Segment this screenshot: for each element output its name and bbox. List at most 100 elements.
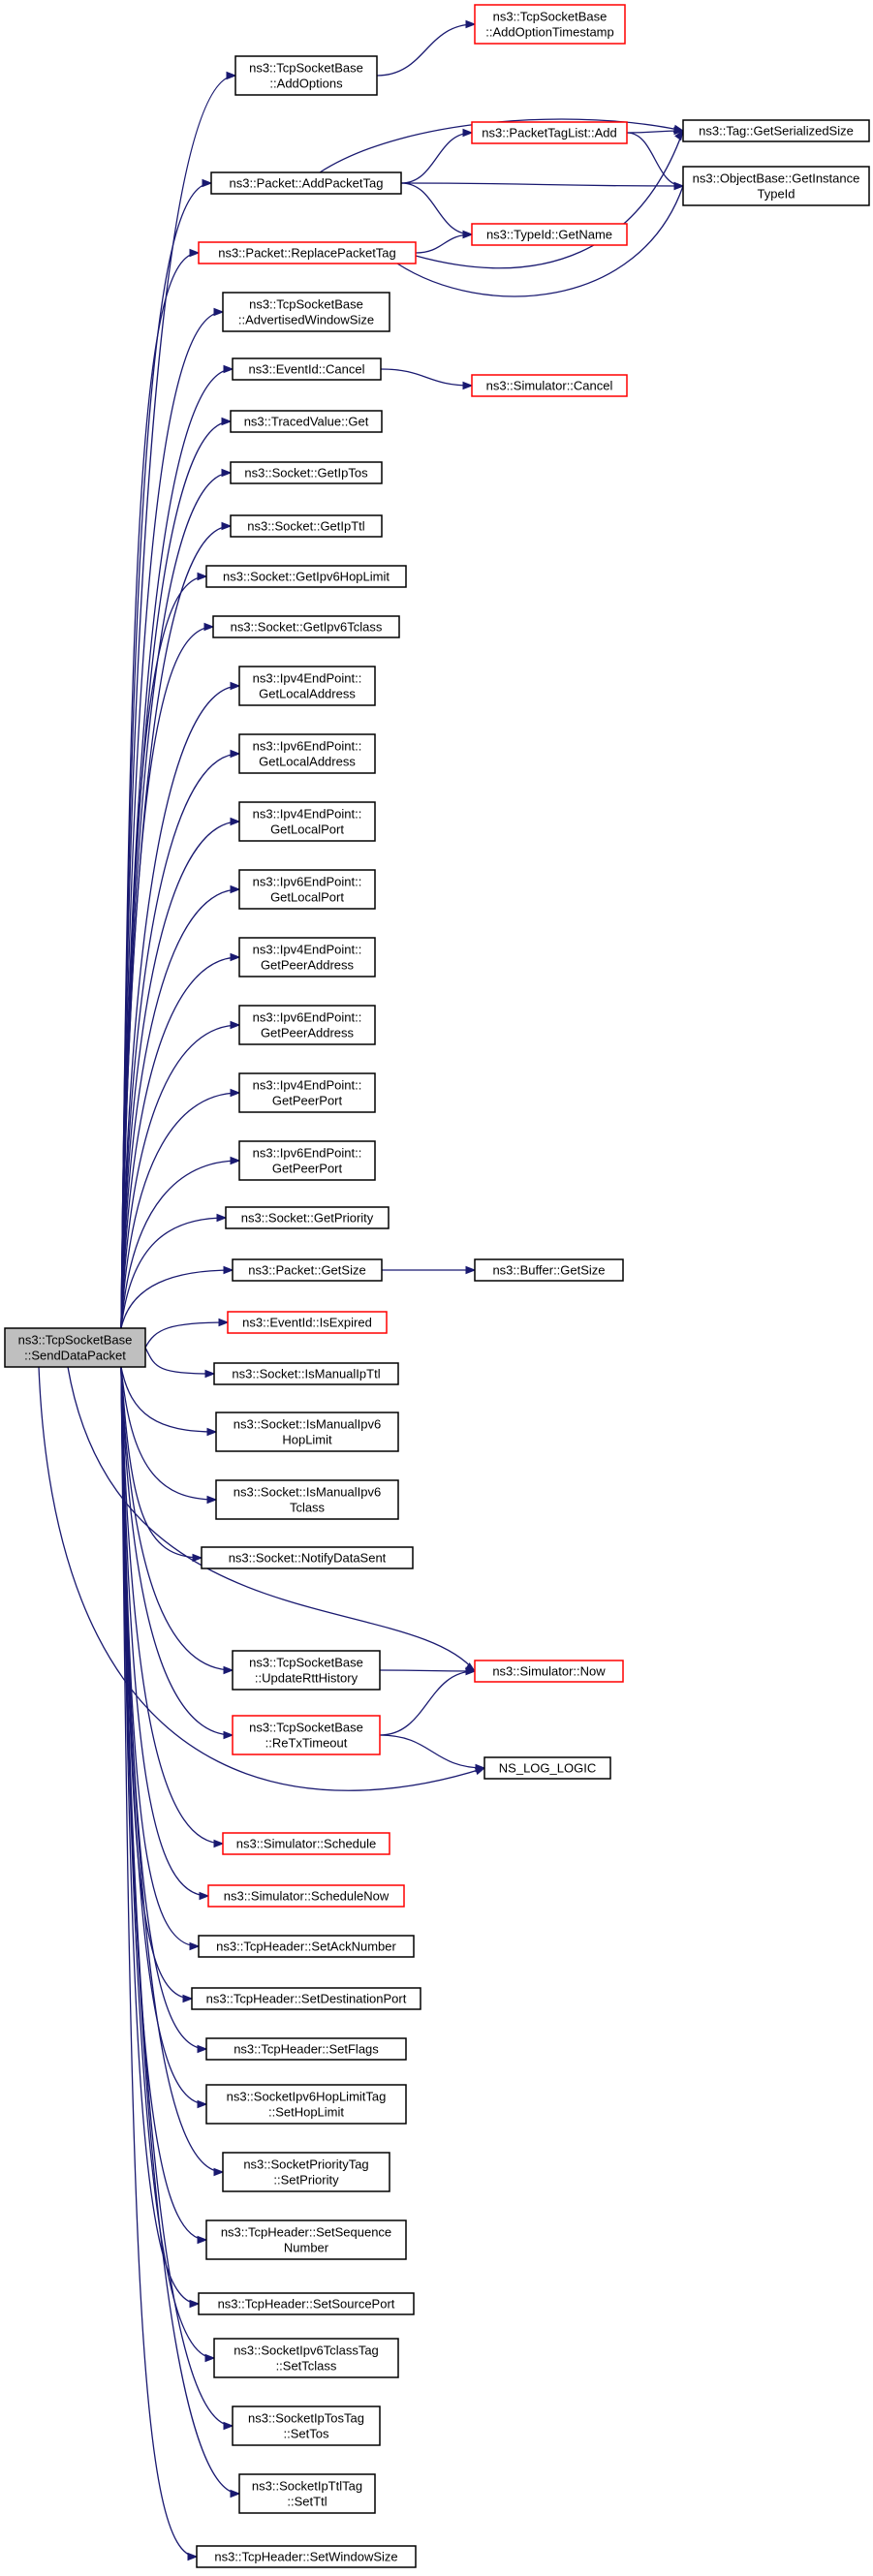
node-label: ns3::Ipv6EndPoint:: [253, 1146, 362, 1161]
edge-root-to-advertised-window-size [120, 307, 225, 1329]
node-set-tos[interactable]: ns3::SocketIpTosTag::SetTos [232, 2405, 381, 2446]
node-label: ns3::Socket::GetIpTtl [247, 519, 364, 534]
edge-root-to-notify-data-sent [120, 1366, 203, 1563]
edge-root-to-simulator-schedule [120, 1366, 225, 1848]
node-add-options[interactable]: ns3::TcpSocketBase::AddOptions [234, 55, 378, 96]
node-get-ip-ttl[interactable]: ns3::Socket::GetIpTtl [230, 514, 383, 538]
node-is-expired[interactable]: ns3::EventId::IsExpired [227, 1311, 388, 1334]
node-set-flags[interactable]: ns3::TcpHeader::SetFlags [205, 2037, 407, 2061]
node-label: ::AddOptionTimestamp [485, 25, 613, 40]
edge-packet-get-size-to-buffer-get-size [382, 1265, 477, 1275]
edge-root-to-is-expired [144, 1318, 230, 1349]
node-ipv4-get-local-port[interactable]: ns3::Ipv4EndPoint::GetLocalPort [238, 801, 376, 842]
node-simulator-schedule[interactable]: ns3::Simulator::Schedule [222, 1832, 390, 1855]
node-label: GetLocalAddress [259, 755, 356, 769]
node-traced-value-get[interactable]: ns3::TracedValue::Get [230, 410, 383, 433]
node-label: ns3::TcpSocketBase [493, 10, 608, 24]
node-label: Tclass [290, 1501, 326, 1515]
node-label: ns3::SocketPriorityTag [243, 2157, 368, 2172]
node-label: ::SetTtl [287, 2495, 327, 2509]
node-is-manual-ip-ttl[interactable]: ns3::Socket::IsManualIpTtl [213, 1362, 399, 1385]
edge-root-to-get-priority [120, 1213, 228, 1329]
edge-packet-tag-list-add-to-object-base-get-instance-type-id [626, 132, 685, 191]
node-re-tx-timeout[interactable]: ns3::TcpSocketBase::ReTxTimeout [232, 1715, 381, 1755]
node-packet-get-size[interactable]: ns3::Packet::GetSize [232, 1258, 383, 1282]
node-ipv6-get-local-port[interactable]: ns3::Ipv6EndPoint::GetLocalPort [238, 869, 376, 910]
node-label: ns3::Simulator::Schedule [236, 1837, 377, 1851]
node-get-ipv6-tclass[interactable]: ns3::Socket::GetIpv6Tclass [212, 615, 400, 638]
node-label: GetLocalPort [270, 822, 344, 837]
node-label: ns3::Socket::IsManualIpv6 [234, 1485, 381, 1500]
node-label: ns3::Socket::GetIpv6Tclass [231, 620, 383, 635]
node-label: ::AdvertisedWindowSize [238, 313, 374, 327]
node-label: HopLimit [282, 1433, 332, 1447]
node-get-ipv6-hop-limit[interactable]: ns3::Socket::GetIpv6HopLimit [205, 565, 407, 588]
node-ipv6-get-local-address[interactable]: ns3::Ipv6EndPoint::GetLocalAddress [238, 733, 376, 774]
node-get-priority[interactable]: ns3::Socket::GetPriority [225, 1206, 390, 1229]
node-buffer-get-size[interactable]: ns3::Buffer::GetSize [474, 1258, 624, 1282]
node-set-window-size[interactable]: ns3::TcpHeader::SetWindowSize [196, 2545, 417, 2568]
edge-root-to-nsloglogic [38, 1366, 486, 1791]
edge-root-to-is-manual-ipv6-hop-limit [120, 1366, 218, 1437]
node-ipv4-get-peer-address[interactable]: ns3::Ipv4EndPoint::GetPeerAddress [238, 937, 376, 978]
node-label: ns3::TcpHeader::SetWindowSize [214, 2550, 397, 2564]
node-set-ttl[interactable]: ns3::SocketIpTtlTag::SetTtl [238, 2473, 376, 2514]
node-ipv6-get-peer-address[interactable]: ns3::Ipv6EndPoint::GetPeerAddress [238, 1005, 376, 1045]
edge-packet-tag-list-add-to-tag-get-serialized-size [626, 126, 685, 136]
node-simulator-cancel[interactable]: ns3::Simulator::Cancel [471, 374, 628, 397]
node-tag-get-serialized-size[interactable]: ns3::Tag::GetSerializedSize [682, 119, 870, 142]
node-root[interactable]: ns3::TcpSocketBase::SendDataPacket [4, 1327, 146, 1368]
edge-root-to-ipv6-get-peer-address [120, 1020, 241, 1329]
node-event-id-cancel[interactable]: ns3::EventId::Cancel [232, 357, 382, 381]
node-label: ns3::Ipv4EndPoint:: [253, 807, 362, 822]
node-simulator-schedule-now[interactable]: ns3::Simulator::ScheduleNow [207, 1884, 405, 1908]
node-update-rtt-history[interactable]: ns3::TcpSocketBase::UpdateRttHistory [232, 1650, 381, 1691]
edge-root-to-ipv4-get-local-address [120, 681, 241, 1329]
node-label: ns3::SocketIpTosTag [248, 2411, 364, 2426]
node-label: GetPeerPort [272, 1094, 343, 1108]
node-replace-packet-tag[interactable]: ns3::Packet::ReplacePacketTag [198, 241, 417, 264]
node-label: GetLocalPort [270, 890, 344, 905]
node-label: ns3::Packet::GetSize [248, 1263, 365, 1278]
nodes-layer: ns3::TcpSocketBase::SendDataPacketns3::T… [4, 4, 870, 2568]
node-set-tclass[interactable]: ns3::SocketIpv6TclassTag::SetTclass [213, 2338, 399, 2378]
edge-root-to-ipv4-get-local-port [120, 817, 241, 1329]
edge-root-to-ipv6-get-local-address [120, 749, 241, 1329]
node-label: ns3::Socket::IsManualIpv6 [234, 1417, 381, 1432]
node-get-ip-tos[interactable]: ns3::Socket::GetIpTos [230, 461, 383, 484]
node-type-id-get-name[interactable]: ns3::TypeId::GetName [471, 223, 628, 246]
edge-root-to-is-manual-ipv6-tclass [120, 1366, 218, 1505]
node-label: ns3::Socket::NotifyDataSent [229, 1551, 387, 1566]
node-add-packet-tag[interactable]: ns3::Packet::AddPacketTag [210, 171, 402, 195]
edge-root-to-get-ipv6-hop-limit [120, 572, 208, 1329]
node-label: ns3::SocketIpTtlTag [252, 2479, 362, 2494]
node-add-option-timestamp[interactable]: ns3::TcpSocketBase::AddOptionTimestamp [474, 4, 626, 45]
edge-root-to-ipv6-get-peer-port [120, 1156, 241, 1329]
node-packet-tag-list-add[interactable]: ns3::PacketTagList::Add [471, 121, 628, 144]
node-set-hop-limit[interactable]: ns3::SocketIpv6HopLimitTag::SetHopLimit [205, 2084, 407, 2125]
node-label: ns3::TcpHeader::SetAckNumber [216, 1940, 396, 1954]
node-label: ns3::EventId::IsExpired [242, 1316, 372, 1330]
node-ipv6-get-peer-port[interactable]: ns3::Ipv6EndPoint::GetPeerPort [238, 1140, 376, 1181]
node-label: ns3::TcpSocketBase [249, 1721, 363, 1735]
node-label: ::SetPriority [273, 2173, 339, 2188]
edge-root-to-ipv4-get-peer-port [120, 1088, 241, 1329]
node-simulator-now[interactable]: ns3::Simulator::Now [474, 1660, 624, 1683]
edge-add-packet-tag-to-type-id-get-name [400, 182, 474, 239]
node-label: NS_LOG_LOGIC [499, 1761, 596, 1776]
node-label: ns3::Socket::IsManualIpTtl [232, 1367, 380, 1381]
node-notify-data-sent[interactable]: ns3::Socket::NotifyDataSent [201, 1546, 414, 1569]
node-set-destination-port[interactable]: ns3::TcpHeader::SetDestinationPort [191, 1987, 421, 2010]
node-set-source-port[interactable]: ns3::TcpHeader::SetSourcePort [198, 2292, 415, 2315]
node-ipv4-get-local-address[interactable]: ns3::Ipv4EndPoint::GetLocalAddress [238, 666, 376, 706]
node-ipv4-get-peer-port[interactable]: ns3::Ipv4EndPoint::GetPeerPort [238, 1072, 376, 1113]
node-nsloglogic[interactable]: NS_LOG_LOGIC [483, 1756, 611, 1780]
node-set-ack-number[interactable]: ns3::TcpHeader::SetAckNumber [198, 1935, 415, 1958]
node-label: GetPeerAddress [261, 958, 355, 973]
node-set-priority[interactable]: ns3::SocketPriorityTag::SetPriority [222, 2152, 390, 2192]
node-advertised-window-size[interactable]: ns3::TcpSocketBase::AdvertisedWindowSize [222, 292, 390, 332]
